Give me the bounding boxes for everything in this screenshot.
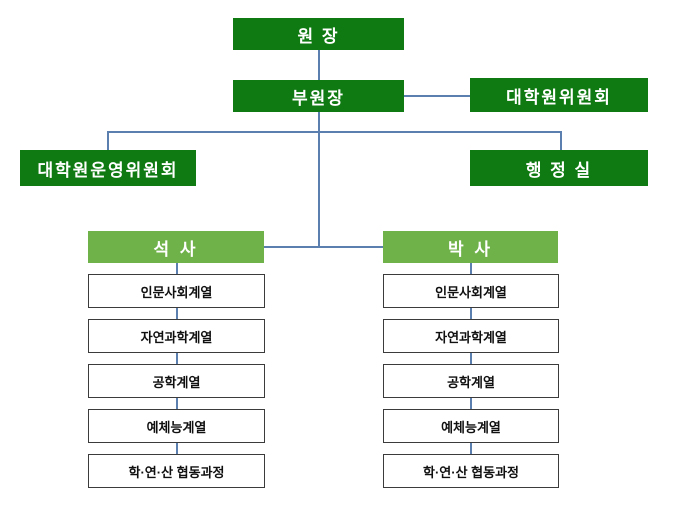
connector-doctoral-item-3-4 [470,443,472,454]
node-director: 원 장 [233,18,404,50]
node-operating-committee: 대학원운영위원회 [20,150,196,186]
node-masters-program-3: 예체능계열 [88,409,265,443]
connector-doctoral-item-1-2 [470,353,472,364]
connector-deputy-graduate-committee [404,95,470,97]
connector-drop-operating-committee [107,131,109,150]
node-doctoral: 박 사 [383,231,558,263]
node-admin-office: 행 정 실 [470,150,648,186]
node-doctoral-program-0: 인문사회계열 [383,274,559,308]
connector-trunk-main [318,112,320,247]
node-deputy-director: 부원장 [233,80,404,112]
node-masters-program-0: 인문사회계열 [88,274,265,308]
connector-masters-to-item-0 [176,263,178,274]
connector-masters-item-2-3 [176,398,178,409]
connector-masters-item-1-2 [176,353,178,364]
connector-branch-degrees [264,246,383,248]
node-masters-program-4: 학·연·산 협동과정 [88,454,265,488]
connector-doctoral-to-item-0 [470,263,472,274]
connector-masters-item-0-1 [176,308,178,319]
node-masters-program-2: 공학계열 [88,364,265,398]
connector-branch-committees [107,131,561,133]
connector-director-deputy [318,50,320,80]
node-doctoral-program-3: 예체능계열 [383,409,559,443]
connector-masters-item-3-4 [176,443,178,454]
node-doctoral-program-1: 자연과학계열 [383,319,559,353]
connector-drop-admin-office [560,131,562,150]
node-masters-program-1: 자연과학계열 [88,319,265,353]
node-graduate-committee: 대학원위원회 [470,78,648,112]
connector-doctoral-item-2-3 [470,398,472,409]
connector-doctoral-item-0-1 [470,308,472,319]
node-doctoral-program-4: 학·연·산 협동과정 [383,454,559,488]
node-masters: 석 사 [88,231,264,263]
node-doctoral-program-2: 공학계열 [383,364,559,398]
